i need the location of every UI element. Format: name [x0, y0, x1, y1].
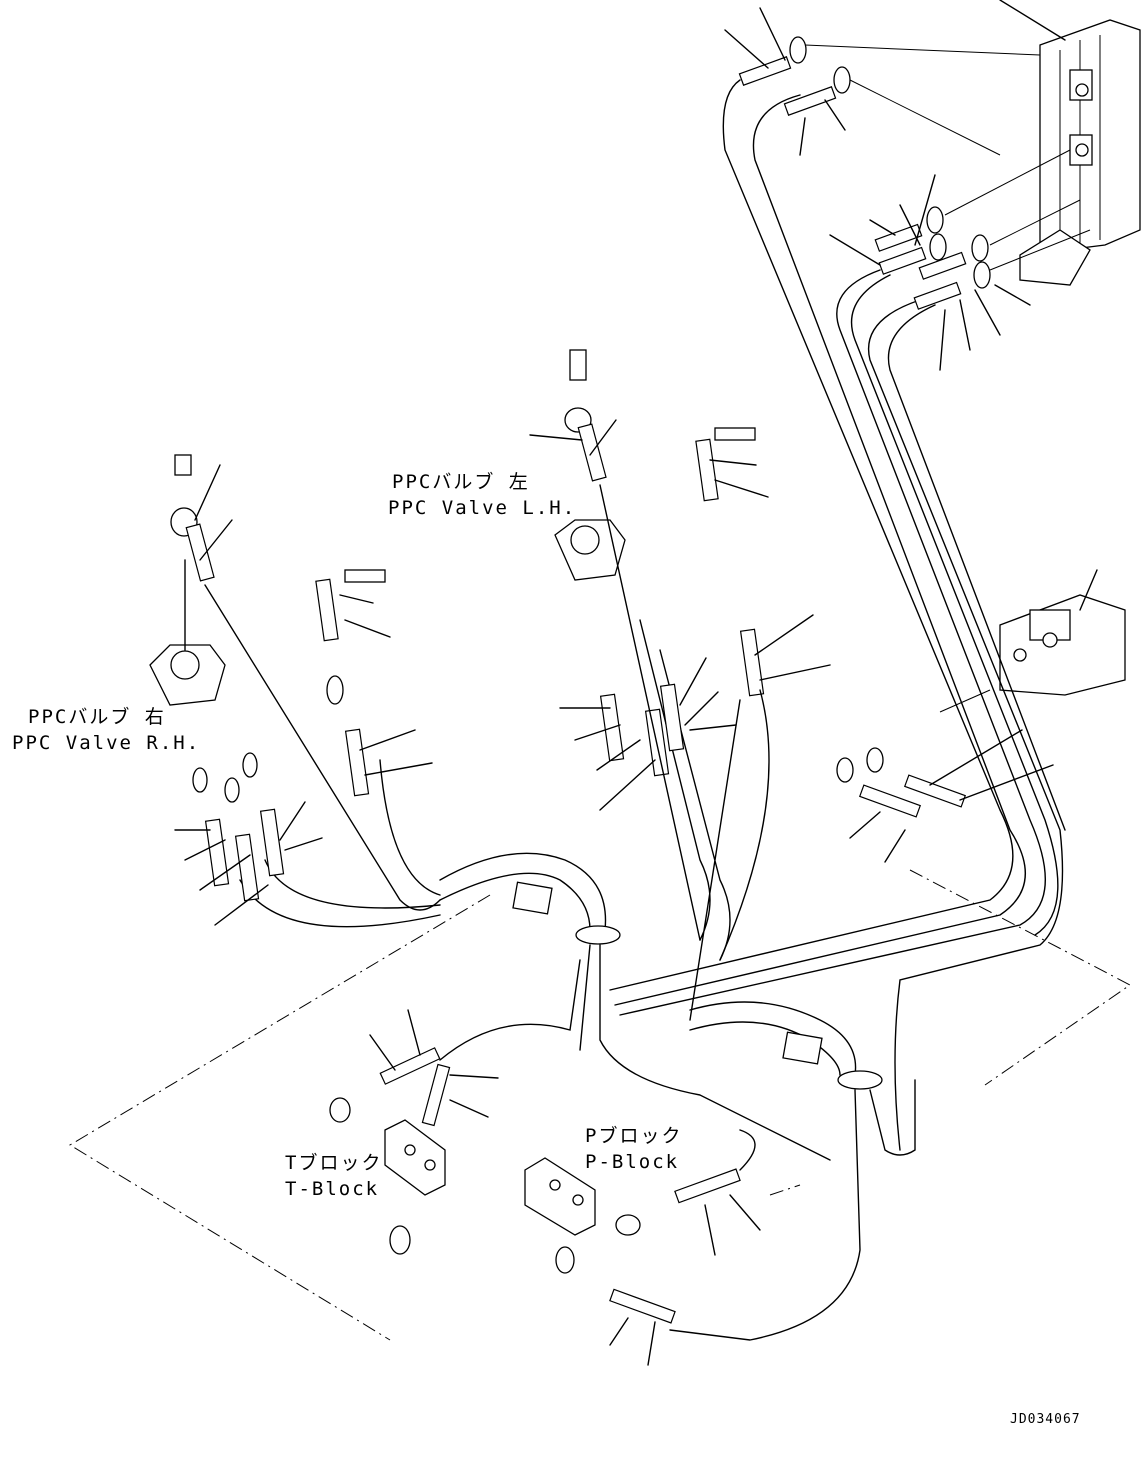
ppc-valve-right-label-en: PPC Valve R.H. [12, 732, 201, 754]
p-block [524, 1129, 801, 1366]
side-valve [939, 569, 1126, 713]
ppc-valve-right [149, 454, 441, 928]
ppc-valve-right-label-jp: PPCバルブ 右 [28, 706, 166, 728]
hose-bundle-center [439, 619, 916, 1341]
connectors-right-mid [836, 729, 1054, 863]
floor-outline [69, 869, 1131, 1341]
ppc-valve-left-label-jp: PPCバルブ 左 [392, 471, 530, 493]
ppc-valve-left [529, 349, 831, 961]
hose-ends-top [724, 7, 1091, 371]
p-block-label-jp: Pブロック [585, 1125, 683, 1147]
hose-bundle-main [609, 79, 1066, 1151]
ppc-valve-left-label-en: PPC Valve L.H. [388, 497, 577, 519]
t-block-label-en: T-Block [285, 1178, 380, 1200]
drawing-code: JD034067 [1010, 1412, 1081, 1427]
p-block-label-en: P-Block [585, 1151, 680, 1173]
t-block-label-jp: Tブロック [285, 1152, 383, 1174]
t-block [329, 959, 581, 1255]
main-control-valve [999, 0, 1141, 286]
